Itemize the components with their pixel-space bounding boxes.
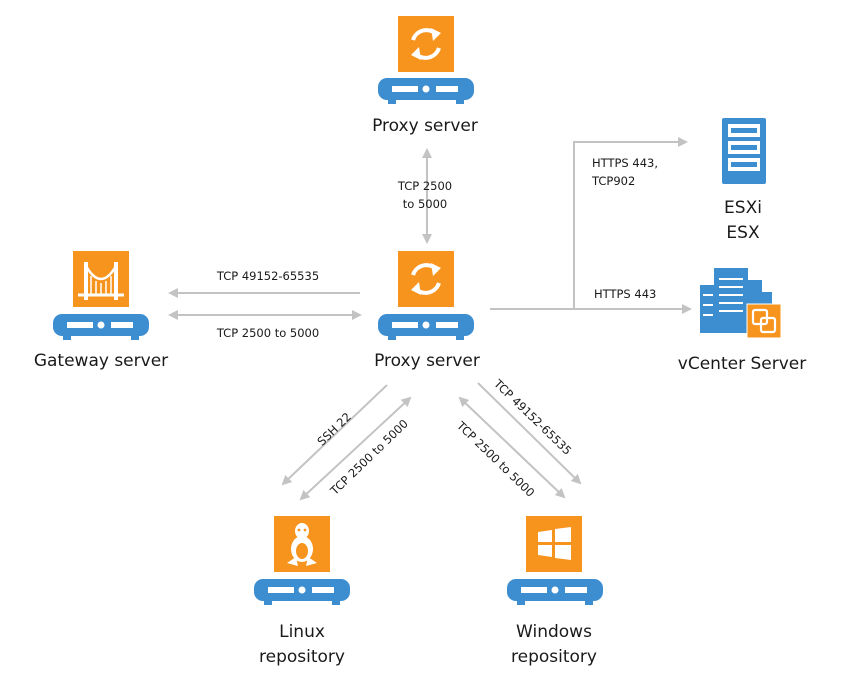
node-label-vcenter: vCenter Server	[678, 354, 806, 374]
server-icon	[254, 579, 350, 605]
edge-label-esx-line1: HTTPS 443,	[592, 156, 658, 170]
proxy-top-orange-tile	[398, 16, 454, 72]
edge-label-proxy-line1: TCP 2500	[397, 179, 452, 193]
node-linux[interactable]: Linux repository	[254, 516, 350, 667]
server-icon	[378, 78, 474, 104]
arrow-proxy-branch	[490, 137, 688, 310]
node-label-proxy-top: Proxy server	[372, 116, 478, 136]
linux-tux-icon	[287, 523, 317, 566]
edge-label-windows-high: TCP 49152-65535	[490, 376, 574, 458]
edge-label-linux-ssh: SSH 22	[314, 410, 354, 449]
edge-label-esx-line2: TCP902	[591, 174, 635, 188]
node-label-esx-line1: ESXi	[724, 198, 762, 218]
server-icon	[378, 314, 474, 340]
node-vcenter[interactable]: vCenter Server	[678, 268, 806, 374]
arrow-linux-tcp	[299, 396, 412, 501]
arrow-windows-tcp	[458, 396, 566, 499]
arrow-windows-high	[477, 382, 582, 485]
edge-label-vcenter: HTTPS 443	[594, 287, 656, 301]
node-label-windows-line1: Windows	[516, 622, 592, 642]
edge-label-gateway-high: TCP 49152-65535	[216, 269, 319, 283]
node-windows[interactable]: Windows repository	[507, 516, 603, 667]
vcenter-buildings-icon	[700, 268, 782, 339]
server-icon	[507, 579, 603, 605]
edge-label-gateway-low: TCP 2500 to 5000	[216, 326, 319, 340]
node-gateway[interactable]: Gateway server	[34, 251, 168, 371]
server-icon	[53, 314, 149, 340]
bridge-icon	[78, 262, 124, 300]
node-label-linux-line2: repository	[259, 647, 345, 667]
windows-logo-icon	[538, 527, 571, 560]
node-proxy-main[interactable]: Proxy server	[374, 251, 480, 371]
proxy-main-orange-tile	[398, 251, 454, 307]
server-rack-icon	[722, 118, 766, 184]
node-proxy-top[interactable]: Proxy server	[372, 16, 478, 136]
windows-orange-tile	[526, 516, 582, 572]
node-label-linux-line1: Linux	[279, 622, 325, 642]
node-label-proxy-main: Proxy server	[374, 351, 480, 371]
edge-label-proxy-line2: to 5000	[403, 197, 447, 211]
node-label-gateway: Gateway server	[34, 351, 168, 371]
node-label-windows-line2: repository	[511, 647, 597, 667]
node-label-esx-line2: ESX	[726, 223, 760, 243]
connectors	[168, 137, 692, 501]
node-esx[interactable]: ESXi ESX	[722, 118, 766, 243]
